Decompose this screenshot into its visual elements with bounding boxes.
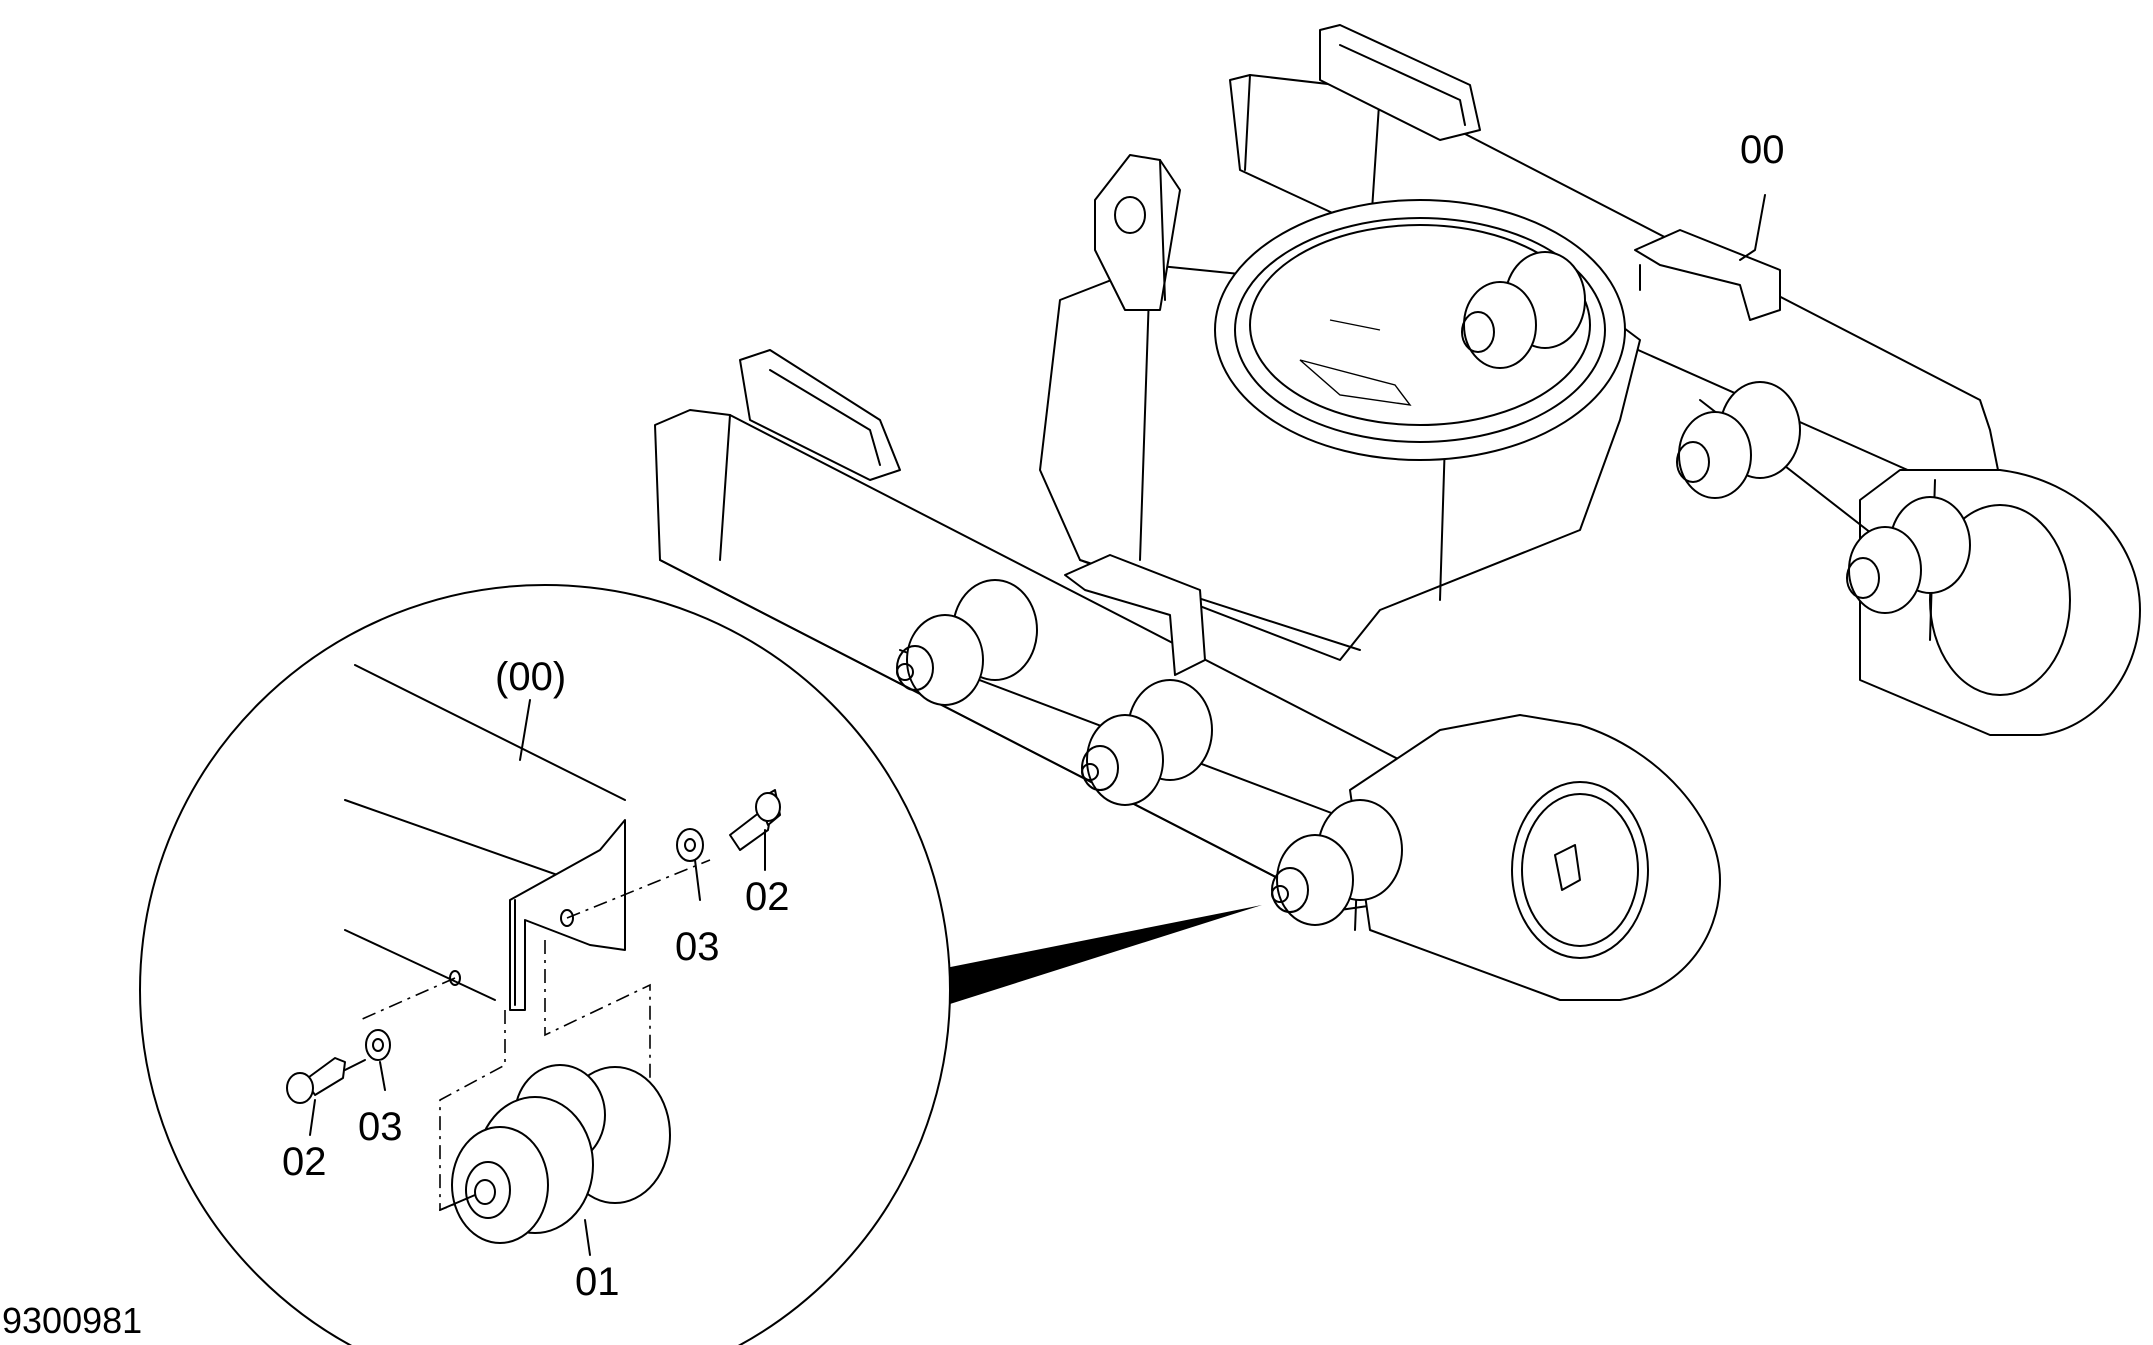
label-frame-detail: (00) xyxy=(495,655,566,699)
roller-right-1 xyxy=(1461,251,1586,369)
roller-detail xyxy=(439,1064,671,1244)
roller-left-3 xyxy=(1271,799,1403,926)
roller-right-2 xyxy=(1676,381,1801,499)
label-bolt-right: 02 xyxy=(745,875,790,919)
label-washer-right: 03 xyxy=(675,925,720,969)
bolt-left xyxy=(286,1057,366,1104)
detail-pointer xyxy=(860,905,1262,1030)
washer-left xyxy=(365,1029,391,1061)
frame-section xyxy=(344,664,626,1011)
roller-left-2 xyxy=(1081,679,1213,806)
track-rollers xyxy=(896,251,1971,926)
bolt-right xyxy=(729,789,781,851)
label-washer-left: 03 xyxy=(358,1105,403,1149)
detail-circle xyxy=(139,584,951,1345)
roller-right-3 xyxy=(1846,496,1971,614)
drawing-number: 9300981 xyxy=(2,1300,142,1341)
roller-left-1 xyxy=(896,579,1038,706)
leader-frame-detail xyxy=(519,699,531,761)
label-frame: 00 xyxy=(1740,128,1785,172)
label-bolt-left: 02 xyxy=(282,1140,327,1184)
leader-00 xyxy=(1739,194,1766,261)
detail-view: (00) 02 03 02 xyxy=(139,584,951,1345)
washer-right xyxy=(676,828,704,862)
label-roller: 01 xyxy=(575,1260,620,1304)
